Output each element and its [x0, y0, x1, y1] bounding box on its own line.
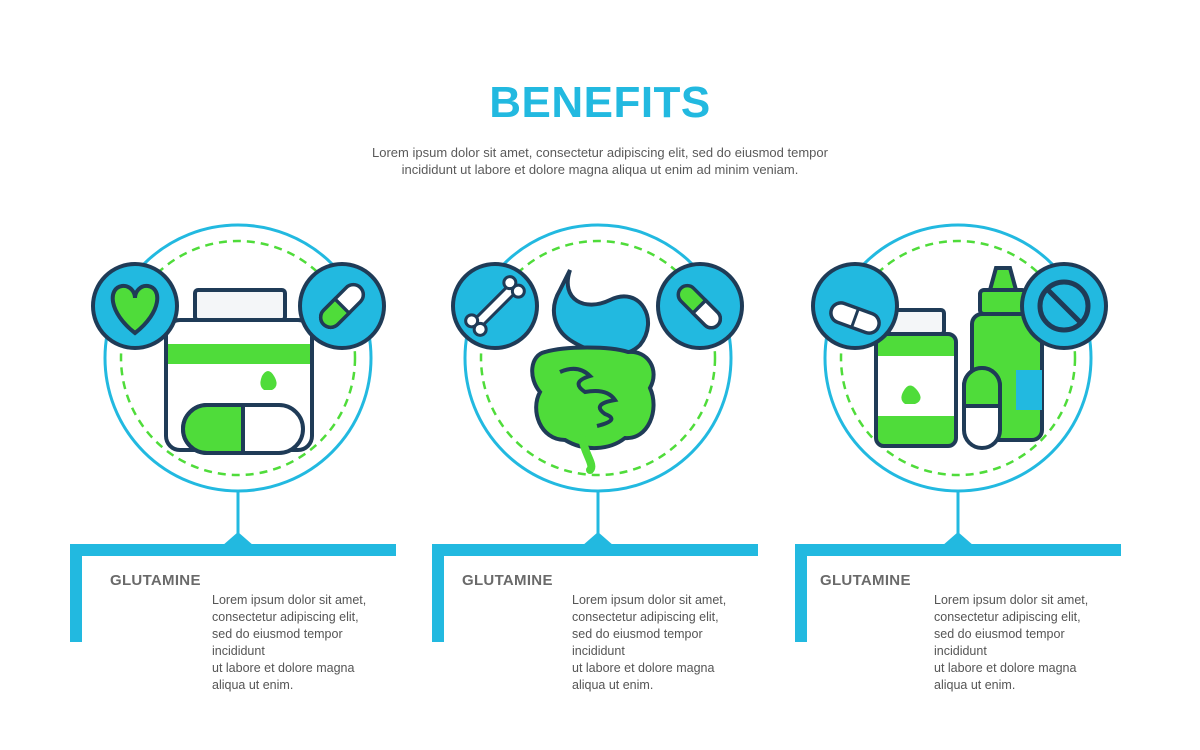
- card-frame: [432, 544, 758, 642]
- connector-arrow: [582, 532, 614, 546]
- capsule-icon: [656, 262, 744, 350]
- card-3-body: Lorem ipsum dolor sit amet, consectetur …: [934, 592, 1119, 694]
- card-body-line: sed do eiusmod tempor incididunt: [212, 627, 343, 658]
- card-body-line: Lorem ipsum dolor sit amet,: [934, 593, 1089, 607]
- pill-icon: [298, 262, 386, 350]
- connector-arrow: [942, 532, 974, 546]
- benefit-card-3: [795, 223, 1121, 642]
- page-title: BENEFITS: [489, 78, 711, 127]
- pill-icon: [811, 262, 899, 350]
- card-body-line: aliqua ut enim.: [212, 678, 294, 692]
- card-ring-dashed: [839, 239, 1077, 477]
- card-body-line: sed do eiusmod tempor incididunt: [572, 627, 703, 658]
- card-body-line: sed do eiusmod tempor incididunt: [934, 627, 1065, 658]
- card-body-line: aliqua ut enim.: [934, 678, 1016, 692]
- subtitle-line: Lorem ipsum dolor sit amet, consectetur …: [372, 145, 828, 160]
- bone-icon: [451, 262, 539, 350]
- card-body-line: ut labore et dolore magna: [572, 661, 715, 675]
- heart-icon: [91, 262, 179, 350]
- card-body-line: Lorem ipsum dolor sit amet,: [572, 593, 727, 607]
- page-subtitle: Lorem ipsum dolor sit amet, consectetur …: [340, 144, 860, 178]
- card-frame: [70, 544, 396, 642]
- benefit-card-2: [432, 223, 758, 642]
- card-body-line: Lorem ipsum dolor sit amet,: [212, 593, 367, 607]
- capsule-icon: [181, 403, 305, 455]
- card-ring-dashed: [479, 239, 717, 477]
- card-2-label: GLUTAMINE: [462, 572, 553, 589]
- benefit-card-1: [70, 223, 396, 642]
- digestive-system-icon: [530, 269, 656, 474]
- capsule-icon: [962, 366, 1002, 450]
- card-ring-dashed: [119, 239, 357, 477]
- card-frame: [795, 544, 1121, 642]
- card-body-line: ut labore et dolore magna: [212, 661, 355, 675]
- card-2-body: Lorem ipsum dolor sit amet, consectetur …: [572, 592, 757, 694]
- card-3-label: GLUTAMINE: [820, 572, 911, 589]
- subtitle-line: incididunt ut labore et dolore magna ali…: [401, 162, 799, 177]
- card-body-line: aliqua ut enim.: [572, 678, 654, 692]
- card-body-line: consectetur adipiscing elit,: [212, 610, 359, 624]
- card-1-body: Lorem ipsum dolor sit amet, consectetur …: [212, 592, 397, 694]
- card-1-label: GLUTAMINE: [110, 572, 201, 589]
- card-body-line: consectetur adipiscing elit,: [572, 610, 719, 624]
- card-body-line: consectetur adipiscing elit,: [934, 610, 1081, 624]
- connector-arrow: [222, 532, 254, 546]
- card-body-line: ut labore et dolore magna: [934, 661, 1077, 675]
- prohibited-icon: [1020, 262, 1108, 350]
